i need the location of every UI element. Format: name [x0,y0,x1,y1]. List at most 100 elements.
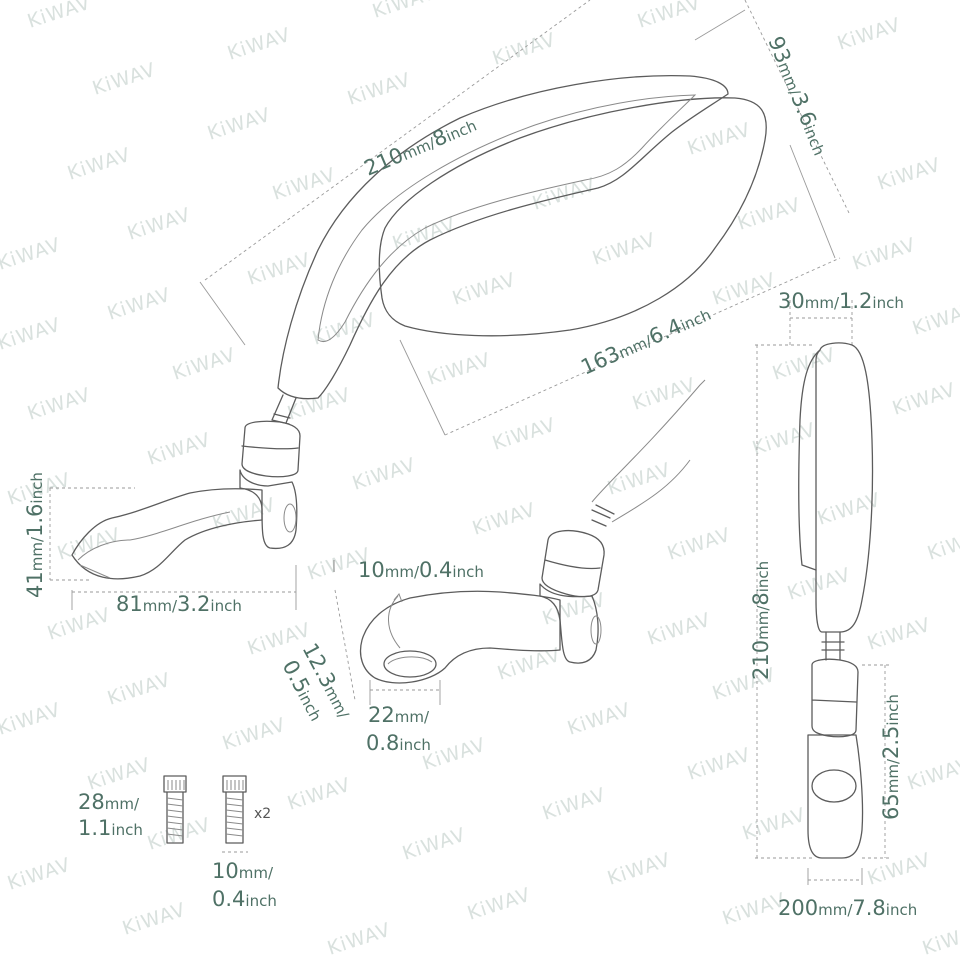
detail-stem [591,504,615,527]
watermark: KiWAV [740,804,809,845]
bolt-short-thread [225,780,244,837]
bolt-length-inch-label: 1.1inch [78,816,143,840]
watermark: KiWAV [0,314,64,355]
watermark: KiWAV [890,379,959,420]
watermark: KiWAV [865,849,934,890]
side-view-drawing [755,342,890,885]
hole-arrow-head [393,593,403,603]
detail-swivel-block [541,529,605,598]
watermark: KiWAV [645,609,714,650]
watermark: KiWAV [590,229,659,270]
watermark: KiWAV [0,234,64,275]
watermark: KiWAV [65,144,134,185]
hole-diameter-label: 10mm/0.4inch [358,558,484,582]
side-total-height-label: 210mm/8inch [749,561,773,680]
mirror-arm-slot [317,94,697,343]
side-base [807,734,864,859]
watermark: KiWAV [815,489,884,530]
watermark: KiWAV [685,119,754,160]
watermark: KiWAV [685,744,754,785]
mirror-stem [271,394,297,425]
watermark: KiWAV [310,309,379,350]
watermark: KiWAV [910,299,960,340]
base-length-label: 81mm/3.2inch [116,592,242,616]
mirror-depth-label: 30mm/1.2inch [778,289,904,313]
side-base-width-label: 200mm/7.8inch [778,896,917,920]
bolt-quantity-label: x2 [254,806,271,822]
side-base-slot [811,769,857,803]
detail-arm-stub [591,379,706,523]
watermark: KiWAV [465,884,534,925]
watermark: KiWAV [490,29,559,70]
watermark: KiWAV [565,699,634,740]
mount-width-inch-label: 0.8inch [366,731,431,755]
watermark: KiWAV [835,14,904,55]
detail-base-arm [359,590,561,684]
side-lower-height-label: 65mm/2.5inch [879,694,903,820]
watermark: KiWAV [325,919,394,960]
mirror-height-label: 93mm/3.6inch [763,33,832,159]
side-stem [821,631,845,661]
detail-mount-hole [383,650,437,678]
bolt-length-label: 28mm/ [78,790,140,814]
watermark: KiWAV [605,459,674,500]
base-arm [71,488,263,580]
bolt-drawings [163,775,248,853]
watermark: KiWAV [925,524,960,565]
side-mirror-back [798,349,821,571]
watermark: KiWAV [710,269,779,310]
bolt-diameter-inch-label: 0.4inch [212,887,277,911]
detail-hole-inner [387,656,433,665]
watermark: KiWAV [665,524,734,565]
watermark: KiWAV [25,384,94,425]
swivel-block [241,420,301,478]
watermark: KiWAV [450,269,519,310]
watermark: KiWAV [55,524,124,565]
main-dimension-guides [49,0,853,610]
mirror-glass [378,97,767,337]
watermark: KiWAV [770,344,839,385]
bolt-long-thread [166,780,185,837]
arm-length-label: 210mm/8inch [361,112,480,181]
watermark: KiWAV [285,384,354,425]
watermark: KiWAV [490,414,559,455]
watermark: KiWAV [25,0,94,33]
watermark: KiWAV [85,754,154,795]
mount-detail-drawing [333,379,706,705]
watermark: KiWAV [470,499,539,540]
detail-joint [539,583,599,664]
watermark: KiWAV [105,284,174,325]
watermark: KiWAV [285,774,354,815]
watermark: KiWAV [630,374,699,415]
hole-arrow-arc [333,560,401,649]
watermark: KiWAV [635,0,704,33]
watermark: KiWAV [850,234,919,275]
watermark: KiWAV [920,919,960,960]
watermark: KiWAV [785,564,854,605]
watermark: KiWAV [45,604,114,645]
detail-joint-cap [590,615,602,645]
mirror-arm-frame [277,74,729,400]
watermark: KiWAV [220,714,289,755]
watermark: KiWAV [400,824,469,865]
watermark: KiWAV [225,24,294,65]
main-mirror-drawing [71,74,767,580]
watermark: KiWAV [425,349,494,390]
base-arm-edge [77,511,231,579]
watermark: KiWAV [605,849,674,890]
watermark: KiWAV [875,154,944,195]
watermark: KiWAV [170,344,239,385]
side-block [811,658,859,738]
watermark: KiWAV [90,59,159,100]
watermark: KiWAV [0,699,64,740]
watermark: KiWAV [5,854,74,895]
watermark: KiWAV [865,614,934,655]
watermark: KiWAV [145,814,214,855]
mount-width-label: 22mm/ [368,703,430,727]
watermark: KiWAV [105,669,174,710]
watermark: KiWAV [345,69,414,110]
watermark: KiWAV [145,429,214,470]
mirror-width-label: 163mm/6.4inch [577,301,714,380]
watermark: KiWAV [390,214,459,255]
